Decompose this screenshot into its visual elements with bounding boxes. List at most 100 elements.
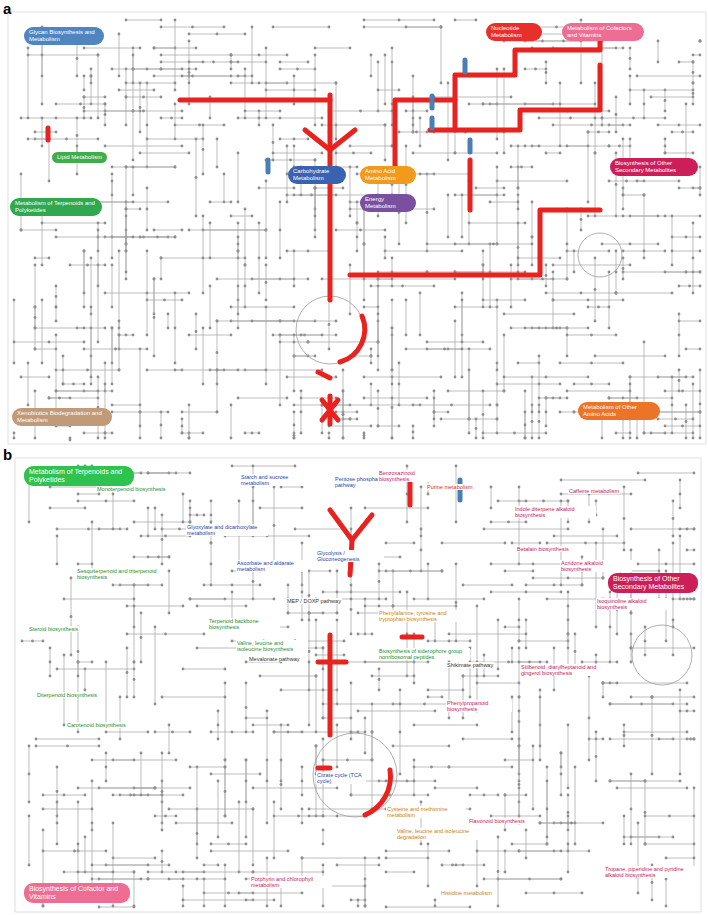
compound-dot (146, 369, 149, 372)
compound-dot (356, 222, 359, 225)
compound-dot (181, 145, 184, 148)
compound-dot (251, 75, 254, 78)
compound-dot (590, 362, 593, 365)
pathway-line (371, 286, 434, 287)
compound-dot (251, 432, 254, 435)
compound-dot (433, 19, 436, 22)
compound-dot (664, 390, 667, 393)
compound-dot (34, 257, 37, 260)
compound-dot (34, 348, 37, 351)
compound-dot (104, 96, 107, 99)
compound-dot (406, 521, 409, 524)
compound-dot (615, 131, 618, 134)
pathway-line (84, 251, 85, 293)
compound-dot (265, 229, 268, 232)
compound-dot (454, 19, 457, 22)
compound-dot (475, 418, 478, 421)
compound-dot (280, 689, 283, 692)
compound-dot (230, 68, 233, 71)
compound-dot (293, 390, 296, 393)
compound-dot (615, 113, 618, 116)
pathway-line (238, 118, 322, 119)
compound-dot (125, 96, 128, 99)
compound-dot (160, 257, 163, 260)
pathway-line (413, 153, 497, 154)
compound-dot (212, 61, 215, 64)
compound-dot (202, 173, 205, 176)
pathway-line (406, 300, 407, 335)
compound-dot (273, 801, 276, 804)
pathway-line (112, 69, 182, 70)
compound-dot (195, 47, 198, 50)
compound-dot (216, 33, 219, 36)
compound-dot (622, 299, 625, 302)
compound-dot (90, 383, 93, 386)
compound-dot (132, 236, 135, 239)
compound-dot (139, 152, 142, 155)
compound-dot (370, 425, 373, 428)
pathway-line (134, 585, 135, 662)
pathway-line (259, 188, 294, 189)
compound-dot (189, 787, 192, 790)
pathway-line (595, 153, 596, 216)
compound-dot (314, 187, 317, 190)
compound-dot (118, 334, 121, 337)
compound-dot (475, 437, 478, 440)
compound-dot (391, 47, 394, 50)
compound-dot (265, 180, 268, 183)
pathway-line (672, 237, 700, 238)
compound-dot (534, 68, 537, 71)
compound-dot (699, 285, 702, 288)
compound-dot (265, 257, 268, 260)
pathway-line (525, 412, 526, 438)
compound-dot (496, 166, 499, 169)
compound-dot (391, 299, 394, 302)
panel-frame (8, 12, 706, 444)
compound-dot (566, 180, 569, 183)
pathway-line (623, 258, 624, 279)
pathway-line (378, 426, 399, 427)
compound-dot (132, 54, 135, 57)
compound-dot (629, 243, 632, 246)
pathway-line (56, 335, 57, 419)
compound-dot (41, 362, 44, 365)
pathway-line (315, 55, 316, 125)
compound-dot (160, 26, 163, 29)
compound-dot (482, 390, 485, 393)
pathway-line (497, 167, 498, 244)
pathway-line (546, 398, 547, 426)
compound-dot (622, 278, 625, 281)
compound-dot (188, 152, 191, 155)
pathway-line (28, 55, 98, 56)
compound-dot (139, 106, 142, 109)
pathway-line (183, 886, 184, 906)
compound-dot (258, 124, 261, 127)
pathway-line (665, 153, 693, 154)
compound-dot (154, 626, 157, 629)
compound-dot (191, 26, 194, 29)
compound-dot (181, 110, 184, 113)
pathway-line (421, 487, 422, 536)
pathway-line (637, 76, 700, 77)
compound-dot (594, 355, 597, 358)
pathway-line (462, 195, 463, 237)
compound-dot (86, 264, 89, 267)
pathway-line (385, 237, 386, 258)
compound-dot (265, 299, 268, 302)
compound-dot (27, 47, 30, 50)
compound-dot (153, 229, 156, 232)
panel-frame (15, 458, 701, 912)
compound-dot (230, 54, 233, 57)
compound-dot (489, 348, 492, 351)
compound-dot (41, 222, 44, 225)
compound-dot (671, 292, 674, 295)
pathway-line (407, 592, 408, 676)
compound-dot (160, 257, 163, 260)
compound-dot (244, 264, 247, 267)
compound-dot (657, 61, 660, 64)
compound-dot (126, 633, 129, 636)
compound-dot (237, 250, 240, 253)
pathway-line (392, 328, 393, 370)
compound-dot (412, 425, 415, 428)
compound-dot (524, 327, 527, 330)
